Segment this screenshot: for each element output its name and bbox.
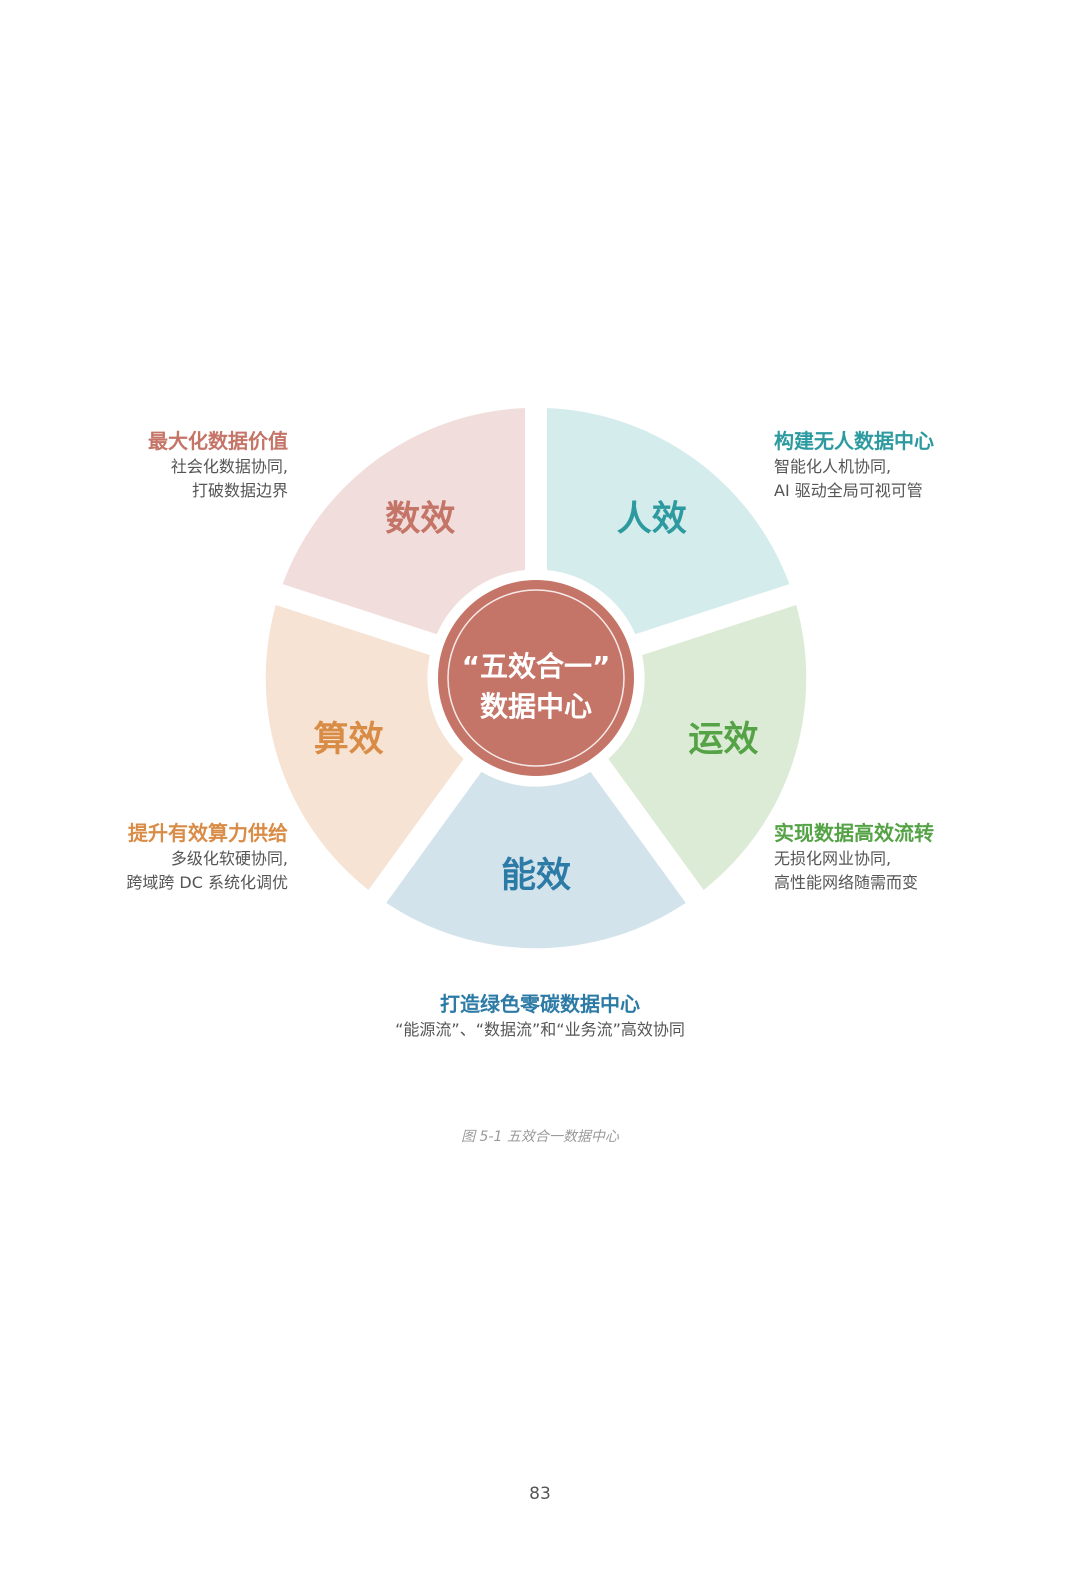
segment-renxiao	[547, 408, 790, 635]
description-computing-supply: 提升有效算力供给 多级化软硬协同, 跨域跨 DC 系统化调优	[40, 819, 288, 895]
description-line: 跨域跨 DC 系统化调优	[126, 873, 288, 892]
center-hub: “五效合一” 数据中心	[438, 580, 634, 776]
description-line: 多级化软硬协同,	[170, 849, 288, 868]
description-green-dc: 打造绿色零碳数据中心 “能源流”、“数据流”和“业务流”高效协同	[240, 990, 840, 1042]
description-title: 实现数据高效流转	[774, 821, 934, 845]
center-title-line1: “五效合一”	[462, 650, 611, 683]
center-title-line2: 数据中心	[480, 690, 592, 723]
segment-suanxiao	[265, 605, 464, 890]
segment-label-suanxiao: 算效	[314, 720, 384, 760]
figure-caption: 图 5-1 五效合一数据中心	[461, 1129, 619, 1145]
description-unmanned-dc: 构建无人数据中心 智能化人机协同, AI 驱动全局可视可管	[774, 427, 1044, 503]
description-title: 最大化数据价值	[148, 429, 288, 453]
center-circle	[438, 580, 634, 776]
description-title: 构建无人数据中心	[774, 429, 934, 453]
segment-label-renxiao: 人效	[617, 500, 687, 540]
segment-label-nengxiao: 能效	[501, 856, 571, 896]
segment-nengxiao	[386, 771, 686, 949]
page-number: 83	[529, 1484, 551, 1504]
segment-yunxiao	[608, 605, 807, 890]
description-line: 高性能网络随需而变	[774, 873, 919, 892]
description-line: 无损化网业协同,	[774, 849, 892, 868]
description-data-value: 最大化数据价值 社会化数据协同, 打破数据边界	[40, 427, 288, 503]
segment-shuxiao	[282, 408, 525, 635]
description-line: AI 驱动全局可视可管	[774, 481, 923, 500]
description-line: 社会化数据协同,	[170, 457, 288, 476]
description-title: 打造绿色零碳数据中心	[440, 992, 640, 1016]
description-line: 打破数据边界	[191, 481, 288, 500]
description-data-flow: 实现数据高效流转 无损化网业协同, 高性能网络随需而变	[774, 819, 1044, 895]
description-line: 智能化人机协同,	[774, 457, 892, 476]
description-line: “能源流”、“数据流”和“业务流”高效协同	[395, 1020, 685, 1039]
segment-label-yunxiao: 运效	[688, 720, 758, 760]
center-inner-ring	[447, 589, 625, 767]
segment-label-shuxiao: 数效	[385, 500, 455, 540]
description-title: 提升有效算力供给	[128, 821, 288, 845]
